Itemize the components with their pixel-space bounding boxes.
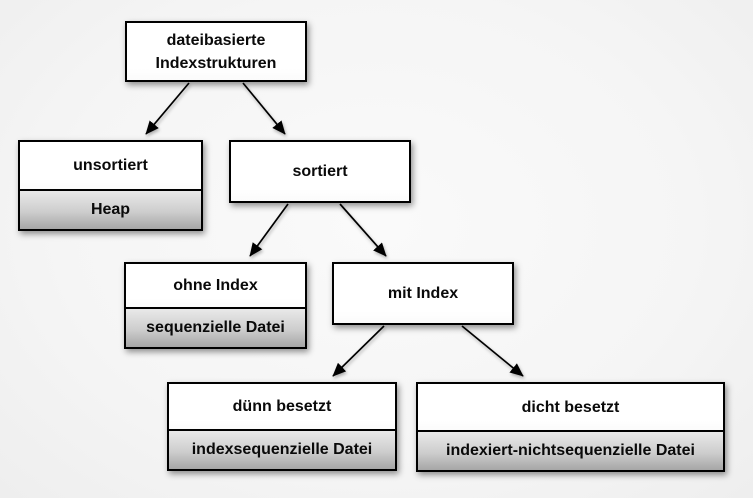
node-duenn-besetzt-sublabel: indexsequenzielle Datei	[169, 429, 395, 469]
edge-mit-index-duenn-besetzt	[332, 325, 385, 377]
node-duenn-besetzt-label: dünn besetzt	[169, 384, 395, 429]
node-dicht-besetzt: dicht besetzt indexiert-nichtsequenziell…	[416, 382, 725, 472]
node-sortiert: sortiert	[229, 140, 411, 203]
node-ohne-index-sublabel: sequenzielle Datei	[126, 307, 305, 347]
node-dicht-besetzt-sublabel: indexiert-nichtsequenzielle Datei	[418, 430, 723, 470]
edge-root-sortiert	[242, 82, 286, 135]
node-unsortiert-sublabel: Heap	[20, 189, 201, 229]
node-unsortiert: unsortiert Heap	[18, 140, 203, 231]
node-duenn-besetzt: dünn besetzt indexsequenzielle Datei	[167, 382, 397, 471]
node-ohne-index: ohne Index sequenzielle Datei	[124, 262, 307, 349]
node-root-label: dateibasierte Indexstrukturen	[127, 23, 305, 80]
node-unsortiert-label: unsortiert	[20, 142, 201, 189]
node-sortiert-label: sortiert	[231, 142, 409, 201]
node-root: dateibasierte Indexstrukturen	[125, 21, 307, 82]
edge-root-unsortiert	[145, 82, 190, 135]
node-mit-index-label: mit Index	[334, 264, 512, 323]
node-ohne-index-label: ohne Index	[126, 264, 305, 307]
edge-sortiert-mit-index	[339, 203, 387, 257]
node-mit-index: mit Index	[332, 262, 514, 325]
node-dicht-besetzt-label: dicht besetzt	[418, 384, 723, 430]
edge-sortiert-ohne-index	[249, 203, 289, 257]
edge-mit-index-dicht-besetzt	[461, 325, 524, 377]
